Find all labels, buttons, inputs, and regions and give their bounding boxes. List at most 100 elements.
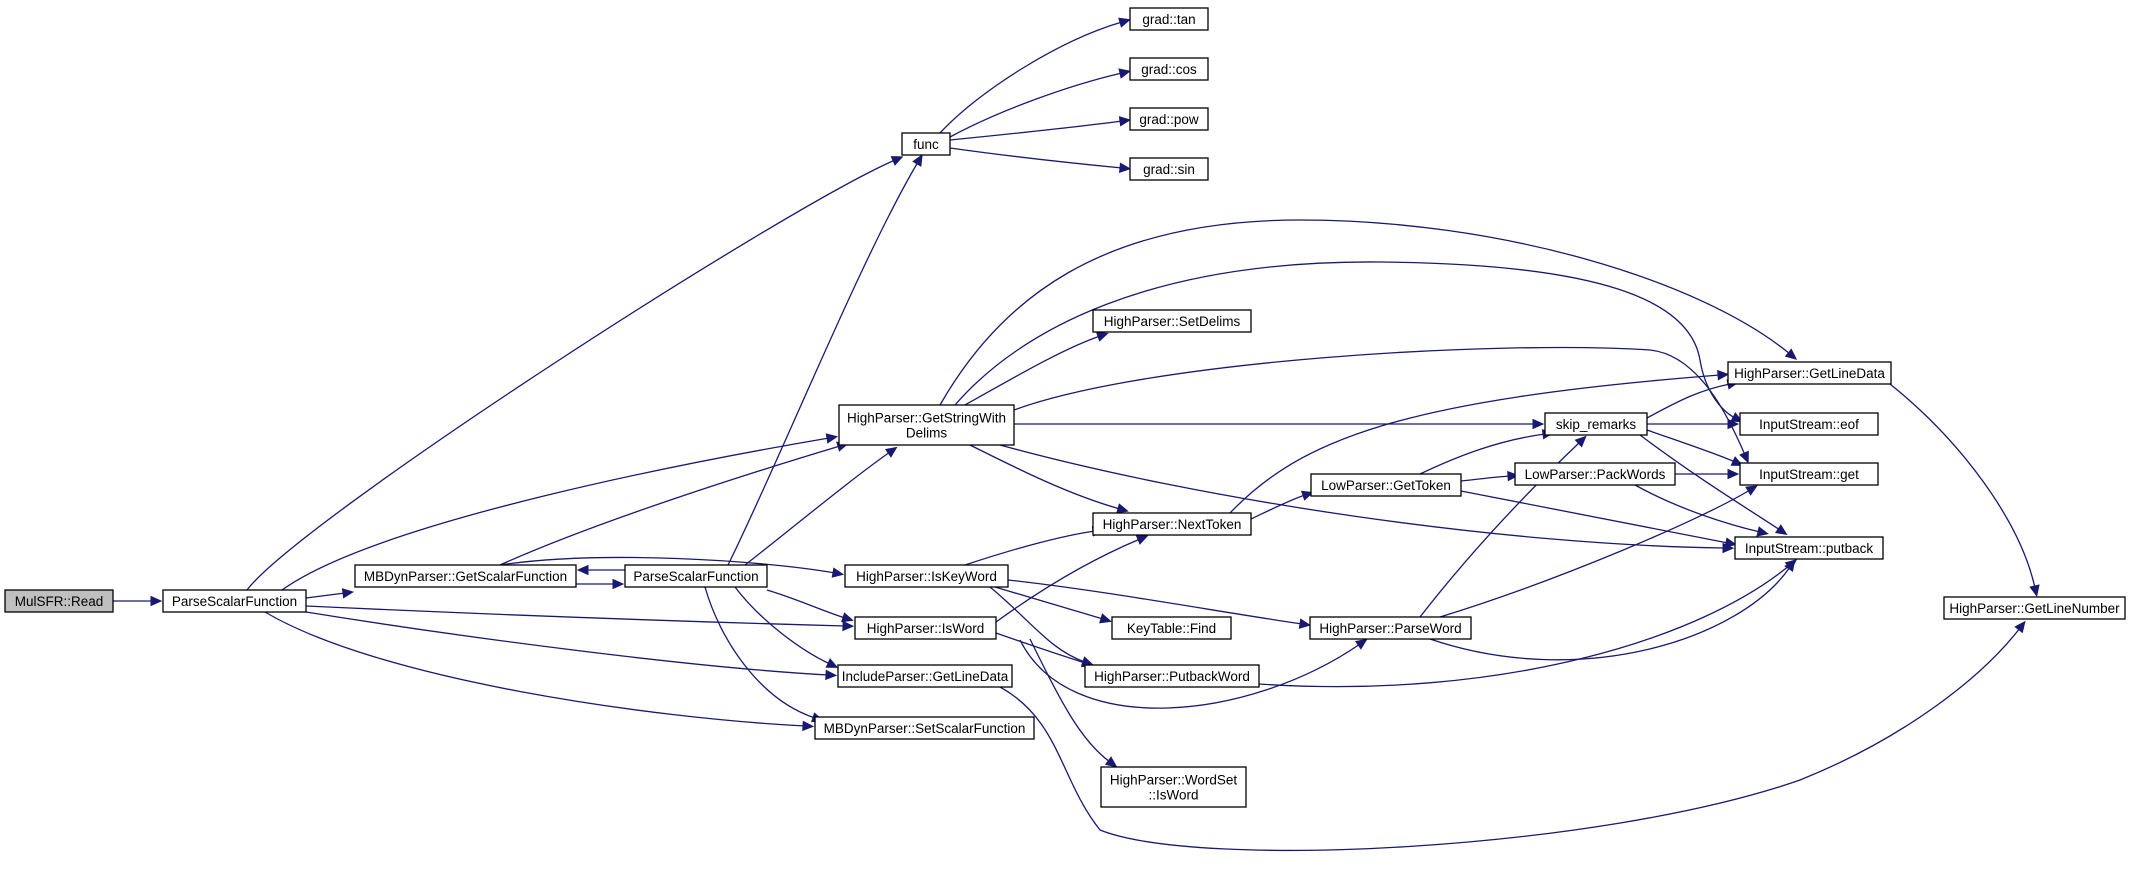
node-label: HighParser::ParseWord (1319, 621, 1461, 636)
edge-ip_getlinedata-to-hp_getlinenumber (999, 620, 2026, 852)
node-label: LowParser::PackWords (1525, 467, 1666, 482)
node-hp_iskeyword[interactable]: HighParser::IsKeyWord (844, 564, 1009, 588)
node-parse_scalar_2[interactable]: ParseScalarFunction (624, 564, 768, 588)
node-hp_putbackword[interactable]: HighParser::PutbackWord (1084, 664, 1260, 688)
node-box (4, 589, 114, 613)
node-mbdyn_set_scalar[interactable]: MBDynParser::SetScalarFunction (814, 716, 1035, 740)
edge-parse_scalar_1-to-ip_getlinedata (305, 611, 838, 681)
node-box (1092, 512, 1252, 536)
node-mbdyn_get_scalar[interactable]: MBDynParser::GetScalarFunction (354, 564, 577, 588)
node-label: InputStream::putback (1745, 541, 1874, 556)
edge-parse_scalar_1-to-mbdyn_set_scalar (264, 611, 815, 732)
node-label: MBDynParser::GetScalarFunction (364, 569, 567, 584)
node-is_eof[interactable]: InputStream::eof (1739, 412, 1879, 436)
edge-parse_scalar_2-to-func (727, 154, 923, 566)
edge-hp_parseword-to-skip_remarks (1419, 435, 1587, 618)
node-parse_scalar_1[interactable]: ParseScalarFunction (162, 589, 307, 613)
node-lp_packwords[interactable]: LowParser::PackWords (1514, 462, 1676, 486)
node-hp_nexttoken[interactable]: HighParser::NextToken (1092, 512, 1252, 536)
node-box (1727, 361, 1892, 385)
node-box (1943, 596, 2126, 620)
node-grad_cos[interactable]: grad::cos (1129, 57, 1209, 81)
node-box (1310, 473, 1462, 497)
node-hp_getlinenumber[interactable]: HighParser::GetLineNumber (1943, 596, 2126, 620)
node-box (1092, 309, 1252, 333)
edge-lp_gettoken-to-lp_packwords (1460, 470, 1520, 482)
node-label: grad::tan (1142, 12, 1195, 27)
node-box (1544, 412, 1648, 436)
node-grad_tan[interactable]: grad::tan (1129, 7, 1209, 31)
node-label: grad::sin (1143, 162, 1195, 177)
node-box (854, 616, 997, 640)
edge-parse_scalar_2-to-hp_isword (766, 589, 854, 623)
node-box (837, 664, 1013, 688)
node-kt_find[interactable]: KeyTable::Find (1111, 616, 1232, 640)
node-ip_getlinedata[interactable]: IncludeParser::GetLineData (837, 664, 1013, 688)
node-label: MBDynParser::SetScalarFunction (824, 721, 1026, 736)
node-box (1084, 664, 1260, 688)
edge-hp_iskeyword-to-hp_nexttoken (964, 526, 1105, 566)
edge-mbdyn_get_scalar-to-parse_scalar_2 (576, 578, 625, 590)
node-label: grad::pow (1139, 112, 1199, 127)
node-skip_remarks[interactable]: skip_remarks (1544, 412, 1648, 436)
edge-mbdyn_get_scalar-to-hp_getstringwithdelims (499, 441, 849, 566)
node-mulsfr_read[interactable]: MulSFR::Read (4, 589, 114, 613)
edge-mulsfr_read-to-parse_scalar_1 (113, 595, 163, 607)
node-hp_isword[interactable]: HighParser::IsWord (854, 616, 997, 640)
edge-parse_scalar_1-to-hp_isword (305, 605, 855, 632)
edge-hp_isword-to-hp_putbackword (995, 632, 1094, 668)
node-box (1129, 157, 1209, 181)
node-is_putback[interactable]: InputStream::putback (1734, 536, 1884, 560)
node-label: HighParser::GetLineNumber (1949, 601, 2120, 616)
node-label: grad::cos (1141, 62, 1197, 77)
node-label: LowParser::GetToken (1321, 478, 1451, 493)
edge-parse_scalar_1-to-mbdyn_get_scalar (305, 588, 355, 599)
edge-skip_remarks-to-is_putback (1639, 434, 1788, 536)
node-box (1309, 616, 1472, 640)
node-label: InputStream::eof (1759, 417, 1859, 432)
edge-hp_isword-to-hp_wordset_isword (1029, 638, 1118, 768)
edge-func-to-grad_sin (949, 147, 1132, 174)
edge-mbdyn_get_scalar-to-hp_iskeyword (499, 556, 845, 578)
edge-hp_nexttoken-to-hp_getlinedata (1229, 369, 1730, 514)
node-hp_getlinedata[interactable]: HighParser::GetLineData (1727, 361, 1892, 385)
edge-hp_iskeyword-to-hp_putbackword (989, 586, 1094, 667)
edge-parse_scalar_1-to-func (246, 156, 904, 591)
node-box (1129, 107, 1209, 131)
node-lp_gettoken[interactable]: LowParser::GetToken (1310, 473, 1462, 497)
node-box (1129, 57, 1209, 81)
edge-parse_scalar_2-to-mbdyn_set_scalar (704, 586, 824, 723)
edge-func-to-grad_tan (939, 17, 1131, 134)
edge-hp_iskeyword-to-hp_parseword (1007, 579, 1312, 629)
node-label: HighParser::PutbackWord (1094, 669, 1250, 684)
edge-parse_scalar_2-to-ip_getlinedata (734, 586, 839, 668)
node-grad_pow[interactable]: grad::pow (1129, 107, 1209, 131)
edge-hp_parseword-to-is_putback (1429, 559, 1796, 661)
edge-hp_getstringwithdelims-to-skip_remarks (1014, 418, 1545, 430)
edge-lp_gettoken-to-is_putback (1460, 490, 1738, 548)
node-is_get[interactable]: InputStream::get (1739, 462, 1879, 486)
node-box (901, 132, 951, 156)
node-box (838, 404, 1015, 446)
node-label: HighParser::IsWord (867, 621, 985, 636)
edge-hp_parseword-to-is_get (1439, 485, 1758, 618)
node-grad_sin[interactable]: grad::sin (1129, 157, 1209, 181)
node-hp_parseword[interactable]: HighParser::ParseWord (1309, 616, 1472, 640)
node-label: MulSFR::Read (15, 594, 104, 609)
node-label: HighParser::SetDelims (1104, 314, 1241, 329)
node-box (1129, 7, 1209, 31)
edge-hp_getlinedata-to-hp_getlinenumber (1889, 383, 2040, 598)
edge-parse_scalar_1-to-hp_getstringwithdelims (281, 433, 839, 591)
node-box (354, 564, 577, 588)
node-hp_wordset_isword[interactable]: HighParser::WordSet::IsWord (1100, 766, 1247, 808)
edge-hp_getstringwithdelims-to-is_putback (999, 444, 1735, 554)
node-func[interactable]: func (901, 132, 951, 156)
edge-skip_remarks-to-is_eof (1647, 418, 1740, 430)
node-label: ParseScalarFunction (633, 569, 758, 584)
node-hp_setdelims[interactable]: HighParser::SetDelims (1092, 309, 1252, 333)
node-box (844, 564, 1009, 588)
node-label: HighParser::IsKeyWord (856, 569, 997, 584)
